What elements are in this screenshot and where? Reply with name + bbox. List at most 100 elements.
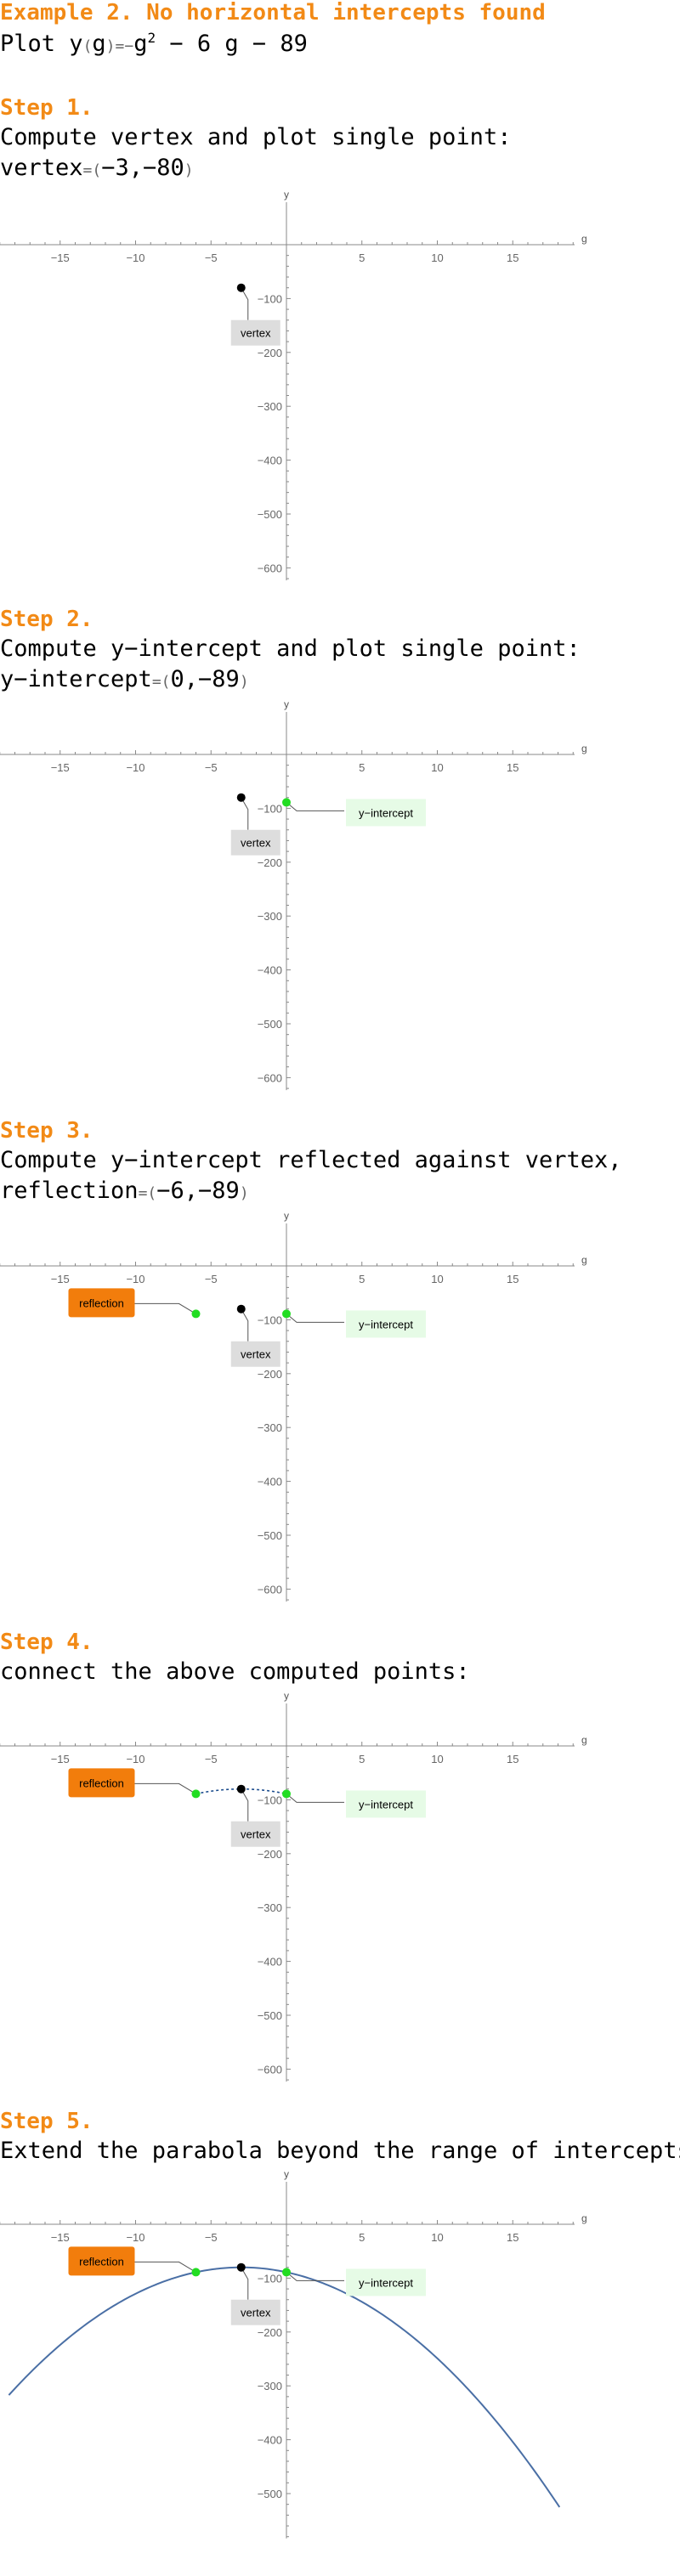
- x-tick-label: −10: [126, 251, 144, 264]
- y-tick-label: −100: [258, 1313, 282, 1326]
- vertex-label: vertex: [241, 2307, 271, 2319]
- y-tick-label: −400: [258, 1956, 282, 1969]
- y-tick-label: −600: [258, 1071, 282, 1084]
- y-tick-label: −300: [258, 910, 282, 923]
- step-1-title: Step 1.: [0, 95, 94, 121]
- y-intercept-point: [282, 1789, 291, 1799]
- vertex-leader-line: [241, 1788, 249, 1822]
- y-tick-label: −600: [258, 2063, 282, 2076]
- x-tick-label: 5: [359, 1753, 365, 1765]
- y-axis-name: y: [284, 698, 289, 710]
- step-3-description: Compute y−intercept reflected against ve…: [0, 1147, 622, 1173]
- parabola-curve: [8, 2266, 561, 2508]
- x-tick-label: 15: [507, 761, 518, 774]
- y-tick-label: −600: [258, 562, 282, 574]
- reflection-leader-line: [134, 1782, 196, 1794]
- x-axis-name: g: [581, 233, 587, 245]
- x-axis-name: g: [581, 743, 587, 754]
- x-tick-label: 5: [359, 2231, 365, 2244]
- y-axis-name: y: [284, 1690, 289, 1702]
- step-4-description: connect the above computed points:: [0, 1658, 470, 1685]
- x-tick-label: 10: [431, 1273, 443, 1285]
- y-tick-label: −400: [258, 2434, 282, 2447]
- y-tick-label: −500: [258, 508, 282, 521]
- y-tick-label: −100: [258, 292, 282, 305]
- y-axis-name: y: [284, 189, 289, 201]
- y-intercept-leader-line: [286, 802, 344, 811]
- step-3-title: Step 3.: [0, 1118, 94, 1144]
- y-tick-label: −300: [258, 1421, 282, 1434]
- x-tick-label: 10: [431, 761, 443, 774]
- x-tick-label: −5: [205, 2231, 218, 2244]
- y-tick-label: −100: [258, 1794, 282, 1806]
- vertex-label: vertex: [241, 1348, 271, 1361]
- y-tick-label: −400: [258, 964, 282, 977]
- y-intercept-label: y−intercept: [359, 806, 413, 819]
- y-intercept-point: [282, 1309, 291, 1319]
- x-tick-label: −10: [126, 1753, 144, 1765]
- x-tick-label: 10: [431, 1753, 443, 1765]
- y-intercept-label-box: [346, 1790, 426, 1818]
- y-tick-label: −200: [258, 2326, 282, 2339]
- step-5-description: Extend the parabola beyond the range of …: [0, 2138, 680, 2164]
- y-tick-label: −600: [258, 1583, 282, 1596]
- vertex-leader-line: [241, 2267, 249, 2300]
- x-tick-label: 5: [359, 251, 365, 264]
- step-1-description: Compute vertex and plot single point:: [0, 124, 512, 150]
- x-tick-label: −5: [205, 1753, 218, 1765]
- reflection-point: [191, 1789, 201, 1799]
- vertex-point: [236, 2262, 246, 2272]
- y-tick-label: −300: [258, 1901, 282, 1914]
- vertex-label: vertex: [241, 1828, 271, 1841]
- x-tick-label: 10: [431, 251, 443, 264]
- x-tick-label: 15: [507, 1273, 518, 1285]
- x-axis-name: g: [581, 1254, 587, 1266]
- step-2-description: Compute y−intercept and plot single poin…: [0, 636, 581, 662]
- page-title: Example 2. No horizontal intercepts foun…: [0, 0, 546, 25]
- y-intercept-label-box: [346, 2268, 426, 2296]
- y-tick-label: −300: [258, 2380, 282, 2392]
- y-tick-label: −400: [258, 1476, 282, 1489]
- y-tick-label: −100: [258, 2272, 282, 2285]
- y-intercept-label: y−intercept: [359, 2276, 413, 2289]
- y-tick-label: −200: [258, 1368, 282, 1381]
- vertex-point: [236, 1304, 246, 1313]
- vertex-label-box: [230, 1341, 280, 1367]
- vertex-label-box: [230, 2299, 280, 2325]
- vertex-leader-line: [241, 797, 249, 830]
- y-tick-label: −300: [258, 400, 282, 413]
- reflection-point: [191, 2268, 201, 2277]
- y-tick-label: −200: [258, 856, 282, 869]
- x-tick-label: 15: [507, 1753, 518, 1765]
- step-1-result: vertex=(−3,−80): [0, 155, 194, 181]
- function-variable: g: [92, 31, 106, 57]
- reflection-label: reflection: [79, 1777, 124, 1789]
- step-4-title: Step 4.: [0, 1630, 94, 1655]
- x-tick-label: 15: [507, 251, 518, 264]
- plot-function-line: Plot y(g)=−g2 − 6 g − 89: [0, 30, 308, 57]
- x-tick-label: −5: [205, 761, 218, 774]
- reflection-label: reflection: [79, 2255, 124, 2268]
- x-tick-label: −5: [205, 251, 218, 264]
- reflection-leader-line: [134, 1302, 196, 1314]
- y-intercept-label-box: [346, 799, 426, 827]
- vertex-label-box: [230, 829, 280, 856]
- y-intercept-point: [282, 2268, 291, 2277]
- x-tick-label: −15: [51, 761, 70, 774]
- x-tick-label: 10: [431, 2231, 443, 2244]
- vertex-point: [236, 793, 246, 802]
- vertex-label-box: [230, 319, 280, 346]
- plot-word: Plot: [0, 31, 56, 57]
- vertex-leader-line: [241, 287, 249, 320]
- x-tick-label: −10: [126, 761, 144, 774]
- vertex-leader-line: [241, 1308, 249, 1342]
- vertex-label-box: [230, 1821, 280, 1847]
- step-2-title: Step 2.: [0, 607, 94, 632]
- x-tick-label: −15: [51, 251, 70, 264]
